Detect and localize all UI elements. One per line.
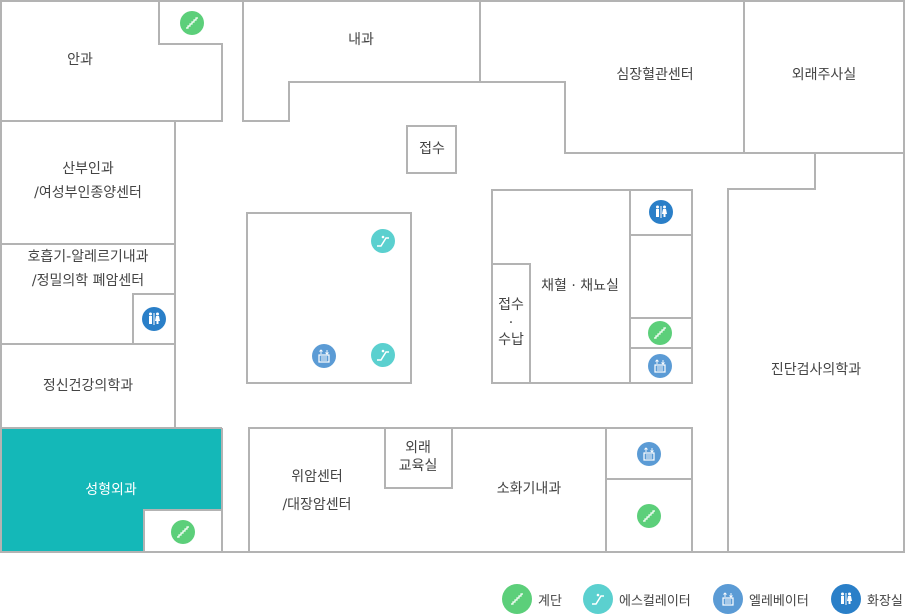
education-label-2: 교육실 [398,458,438,474]
restroom-icon [649,200,673,224]
room-lab-medicine: 진단검사의학과 [770,362,862,379]
stomach-center-sub-label: /대장암센터 [282,497,352,513]
room-cardio-center: 심장혈관센터 [616,67,694,84]
room-plastic-surgery: 성형외과 [85,482,137,499]
stomach-center-label: 위암센터 [291,469,343,485]
education-label-1: 외래 [405,439,431,456]
elevator-icon [648,354,672,378]
legend-escalator: 에스컬레이터 [583,584,691,614]
room-blood-collection: 채혈 · 채뇨실 [541,278,619,295]
elevator-icon [713,584,743,614]
reception-label: 접수 [498,296,524,313]
stairs-icon [648,321,672,345]
legend-restroom: 화장실 [831,584,903,614]
stairs-icon [171,520,195,544]
legend-stairs: 계단 [502,584,562,614]
pulmonology-sub-label: /정밀의학 폐암센터 [31,273,145,289]
obgyn-sub-label: /여성부인종양센터 [34,185,142,201]
legend-label: 화장실 [867,593,903,609]
stairs-icon [637,504,661,528]
room-pulmonology: 호흡기-알레르기내과/정밀의학 폐암센터 [28,246,149,294]
pulmonology-label: 호흡기-알레르기내과 [27,249,149,266]
stairs-icon [502,584,532,614]
escalator-icon [371,343,395,367]
payment-label: 수납 [498,331,524,348]
restroom-icon [831,584,861,614]
room-internal-medicine: 내과 [348,32,374,49]
room-stomach-center: 위암센터/대장암센터 [282,463,351,519]
elevator-icon [637,442,661,466]
room-obgyn: 산부인과/여성부인종양센터 [34,158,142,206]
restroom-icon [142,307,166,331]
legend-label: 엘레베이터 [749,593,809,609]
room-ophthalmology: 안과 [67,52,93,69]
legend-label: 에스컬레이터 [619,593,691,609]
legend-label: 계단 [538,593,562,609]
room-outpatient-injection: 외래주사실 [791,67,857,84]
legend-elevator: 엘레베이터 [713,584,809,614]
room-gastroenterology: 소화기내과 [496,481,562,498]
elevator-icon [312,344,336,368]
room-psychiatry: 정신건강의학과 [42,378,134,395]
room-reception: 접수 [419,141,445,158]
stairs-icon [180,11,204,35]
obgyn-label: 산부인과 [62,161,114,178]
room-reception-payment: 접수·수납 [498,297,524,350]
escalator-icon [583,584,613,614]
separator-dot: · [508,314,514,331]
escalator-icon [371,229,395,253]
